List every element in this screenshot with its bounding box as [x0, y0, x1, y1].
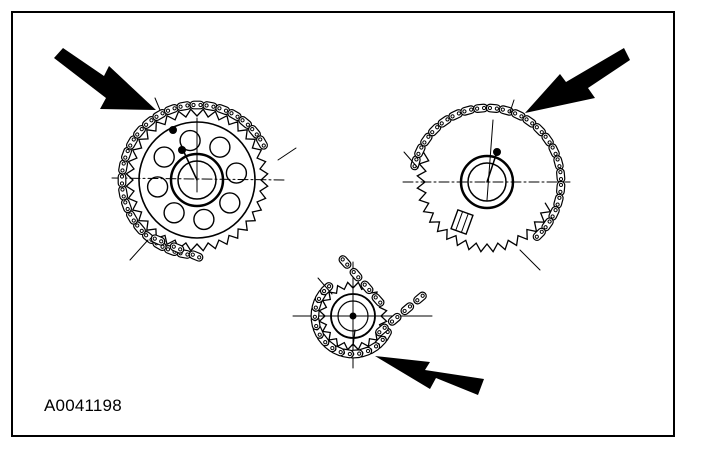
left-timing-dot — [178, 146, 186, 154]
figure-id-label: A0041198 — [44, 396, 122, 415]
chain-link — [189, 100, 205, 110]
chain-link — [532, 227, 546, 241]
chain-link — [556, 180, 566, 196]
chain-link — [556, 168, 566, 184]
chain-link — [202, 101, 218, 112]
left-lightening-holes — [146, 129, 248, 231]
chain-link — [150, 234, 166, 246]
chain-link — [338, 255, 352, 269]
left-leader-right — [277, 147, 297, 161]
left-leader-top — [154, 97, 161, 111]
chain-link — [256, 135, 268, 150]
left-timing-dot-2 — [169, 126, 177, 134]
sprocket-tooth-ring — [416, 151, 552, 253]
chain-link — [400, 302, 415, 316]
right-leader-left — [403, 151, 419, 169]
right-centerline-v — [486, 119, 494, 201]
sprocket-tooth-ring — [125, 108, 269, 252]
chain-link — [118, 159, 129, 175]
chain-link — [375, 323, 389, 337]
arrow-crank-mark — [375, 356, 484, 395]
left-timing-line — [182, 149, 198, 181]
left-chain — [117, 100, 268, 262]
right-leader-top — [509, 99, 515, 113]
crank-chain — [310, 255, 427, 359]
crank-timing-line — [352, 329, 356, 347]
right-timing-line — [486, 151, 498, 183]
chain-link — [485, 103, 501, 113]
chain-link — [548, 205, 560, 221]
right-camshaft-sprocket — [402, 99, 571, 271]
chain-link — [387, 312, 402, 326]
lightening-hole — [153, 146, 175, 168]
chain-link — [548, 143, 560, 159]
crank-leader-top — [317, 277, 333, 295]
right-timing-dot — [493, 148, 501, 156]
lightening-hole — [209, 136, 231, 158]
chain-link — [188, 250, 204, 262]
chain-link — [553, 193, 564, 209]
lightening-hole — [179, 129, 201, 152]
chain-link — [448, 109, 464, 121]
chain-link — [498, 105, 514, 116]
right-sprocket-slot — [450, 208, 474, 236]
chain-link — [176, 101, 192, 112]
chain-link — [360, 280, 374, 295]
lightening-hole — [193, 208, 215, 231]
chain-link — [349, 267, 363, 282]
chain-link — [118, 185, 129, 201]
lightening-hole — [225, 162, 248, 184]
chain-link — [371, 293, 385, 307]
left-centerline-h — [111, 177, 287, 181]
left-camshaft-sprocket — [111, 97, 297, 262]
arrow-right-cam-mark — [525, 48, 630, 113]
chain-link — [460, 105, 476, 116]
chain-link — [410, 155, 421, 171]
crank-center-dot — [349, 312, 357, 320]
left-sprocket-teeth — [125, 108, 269, 252]
lightening-hole — [163, 202, 185, 224]
lightening-hole — [219, 192, 241, 214]
right-chain — [410, 103, 566, 241]
crankshaft-sprocket — [292, 255, 433, 369]
left-leader-bottom — [129, 239, 149, 261]
chain-link — [473, 103, 489, 113]
lightening-hole — [146, 176, 169, 198]
right-sprocket-teeth — [416, 151, 552, 253]
chain-link — [248, 124, 261, 139]
chain-link — [413, 291, 427, 305]
arrow-left-cam-mark — [54, 48, 156, 110]
right-leader-bottom — [519, 249, 541, 271]
chain-link — [169, 242, 185, 254]
chain-link — [541, 217, 554, 232]
chain-link — [553, 155, 564, 171]
chain-link — [117, 172, 127, 188]
